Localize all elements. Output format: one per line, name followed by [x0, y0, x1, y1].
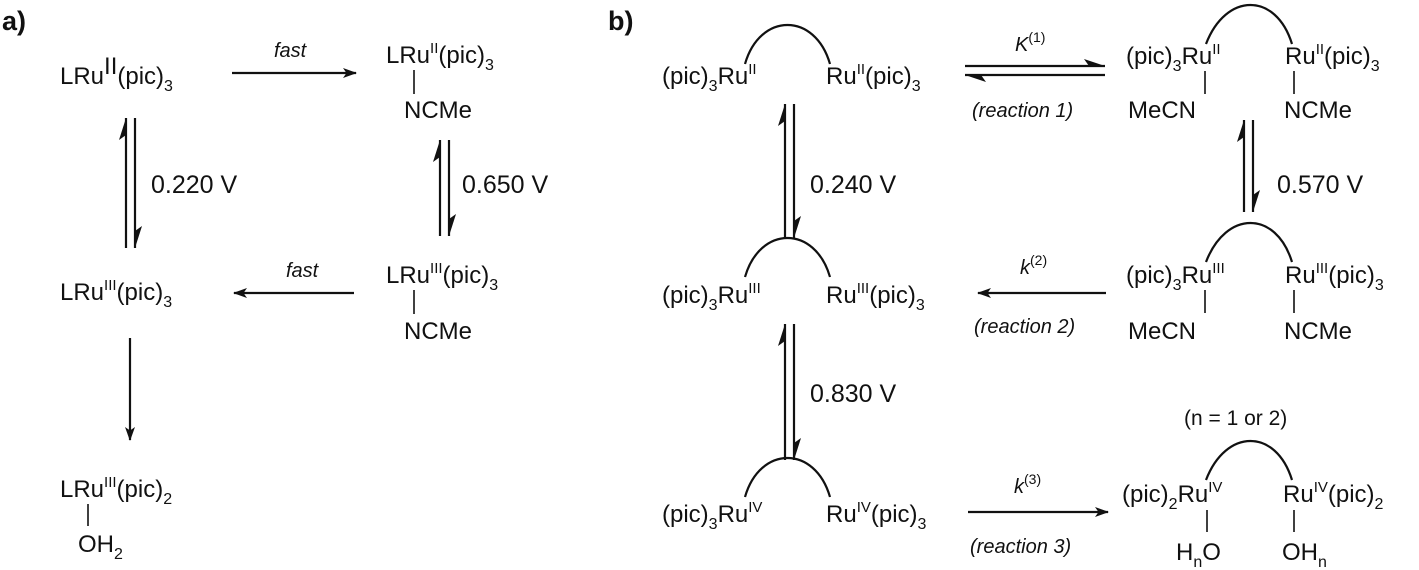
panel-b-dimer-iii: (pic)3RuIII RuIII(pic)3 [662, 237, 925, 314]
panel-a-mecn-iii-ligand: NCMe [404, 318, 472, 345]
panel-a-mecn-ii-complex: LRuII(pic)3 [386, 40, 494, 74]
panel-b-product: (pic)2RuIV RuIV(pic)2 HnO OHn [1122, 440, 1384, 570]
panel-b-dimer-ii: (pic)3RuII RuII(pic)3 [662, 24, 921, 95]
svg-text:RuII(pic)3: RuII(pic)3 [826, 61, 921, 95]
panel-a-aqua-ligand: OH2 [78, 531, 123, 563]
panel-a-mecn-ii-ligand: NCMe [404, 97, 472, 124]
panel-b-label: b) [608, 6, 633, 36]
svg-text:OHn: OHn [1282, 539, 1327, 570]
panel-b-n-note: (n = 1 or 2) [1184, 407, 1287, 430]
panel-a-fast-top-label: fast [274, 40, 308, 62]
svg-text:(pic)3RuII: (pic)3RuII [662, 61, 757, 95]
svg-text:RuIV(pic)2: RuIV(pic)2 [1283, 479, 1384, 513]
svg-text:(pic)3RuIII: (pic)3RuIII [662, 280, 761, 314]
panel-b-mecn-ii: (pic)3RuII RuII(pic)3 MeCN NCMe [1126, 4, 1380, 124]
panel-b-mecn-iii: (pic)3RuIII RuIII(pic)3 MeCN NCMe [1126, 222, 1384, 345]
panel-b-equilibrium-3 [1237, 120, 1260, 212]
panel-b-potential-3: 0.570 V [1277, 171, 1364, 199]
svg-text:HnO: HnO [1176, 539, 1221, 570]
panel-b-reaction3: (reaction 3) [970, 536, 1071, 558]
panel-a-fast-bottom-label: fast [286, 260, 320, 282]
svg-text:(pic)3RuIV: (pic)3RuIV [662, 499, 762, 533]
panel-a-potential-right: 0.650 V [462, 171, 549, 199]
panel-a-mecn-iii-complex: LRuIII(pic)3 [386, 260, 498, 294]
svg-text:RuIII(pic)3: RuIII(pic)3 [1285, 260, 1384, 294]
panel-b-equilibrium-1 [778, 104, 801, 238]
panel-b-k1-equilibrium [965, 59, 1105, 82]
svg-text:(pic)3RuIII: (pic)3RuIII [1126, 260, 1225, 294]
panel-b-reaction1: (reaction 1) [972, 100, 1073, 122]
panel-b-reaction2: (reaction 2) [974, 316, 1075, 338]
panel-a-equilibrium-right [433, 140, 456, 236]
panel-a-equilibrium-left [119, 118, 142, 248]
panel-a-potential-left: 0.220 V [151, 171, 238, 199]
panel-b-potential-2: 0.830 V [810, 380, 897, 408]
panel-a-aqua-complex: LRuIII(pic)2 [60, 474, 172, 508]
svg-text:(pic)3RuII: (pic)3RuII [1126, 41, 1221, 75]
svg-text:RuIII(pic)3: RuIII(pic)3 [826, 280, 925, 314]
svg-text:(pic)2RuIV: (pic)2RuIV [1122, 479, 1222, 513]
svg-text:RuII(pic)3: RuII(pic)3 [1285, 41, 1380, 75]
svg-text:MeCN: MeCN [1128, 97, 1196, 124]
panel-b-potential-1: 0.240 V [810, 171, 897, 199]
panel-b-k2-label: k(2) [1020, 252, 1047, 279]
panel-b-equilibrium-2 [778, 324, 801, 460]
svg-text:RuIV(pic)3: RuIV(pic)3 [826, 499, 927, 533]
svg-text:MeCN: MeCN [1128, 318, 1196, 345]
panel-b-k1-label: K(1) [1015, 29, 1045, 56]
svg-text:NCMe: NCMe [1284, 318, 1352, 345]
panel-a-label: a) [2, 6, 26, 36]
svg-text:NCMe: NCMe [1284, 97, 1352, 124]
panel-b-dimer-iv: (pic)3RuIV RuIV(pic)3 [662, 457, 927, 533]
panel-b-k3-label: k(3) [1014, 471, 1041, 498]
panel-a-start-complex: LRuII(pic)3 [60, 53, 173, 95]
panel-a-ox-iii-complex: LRuIII(pic)3 [60, 277, 172, 311]
